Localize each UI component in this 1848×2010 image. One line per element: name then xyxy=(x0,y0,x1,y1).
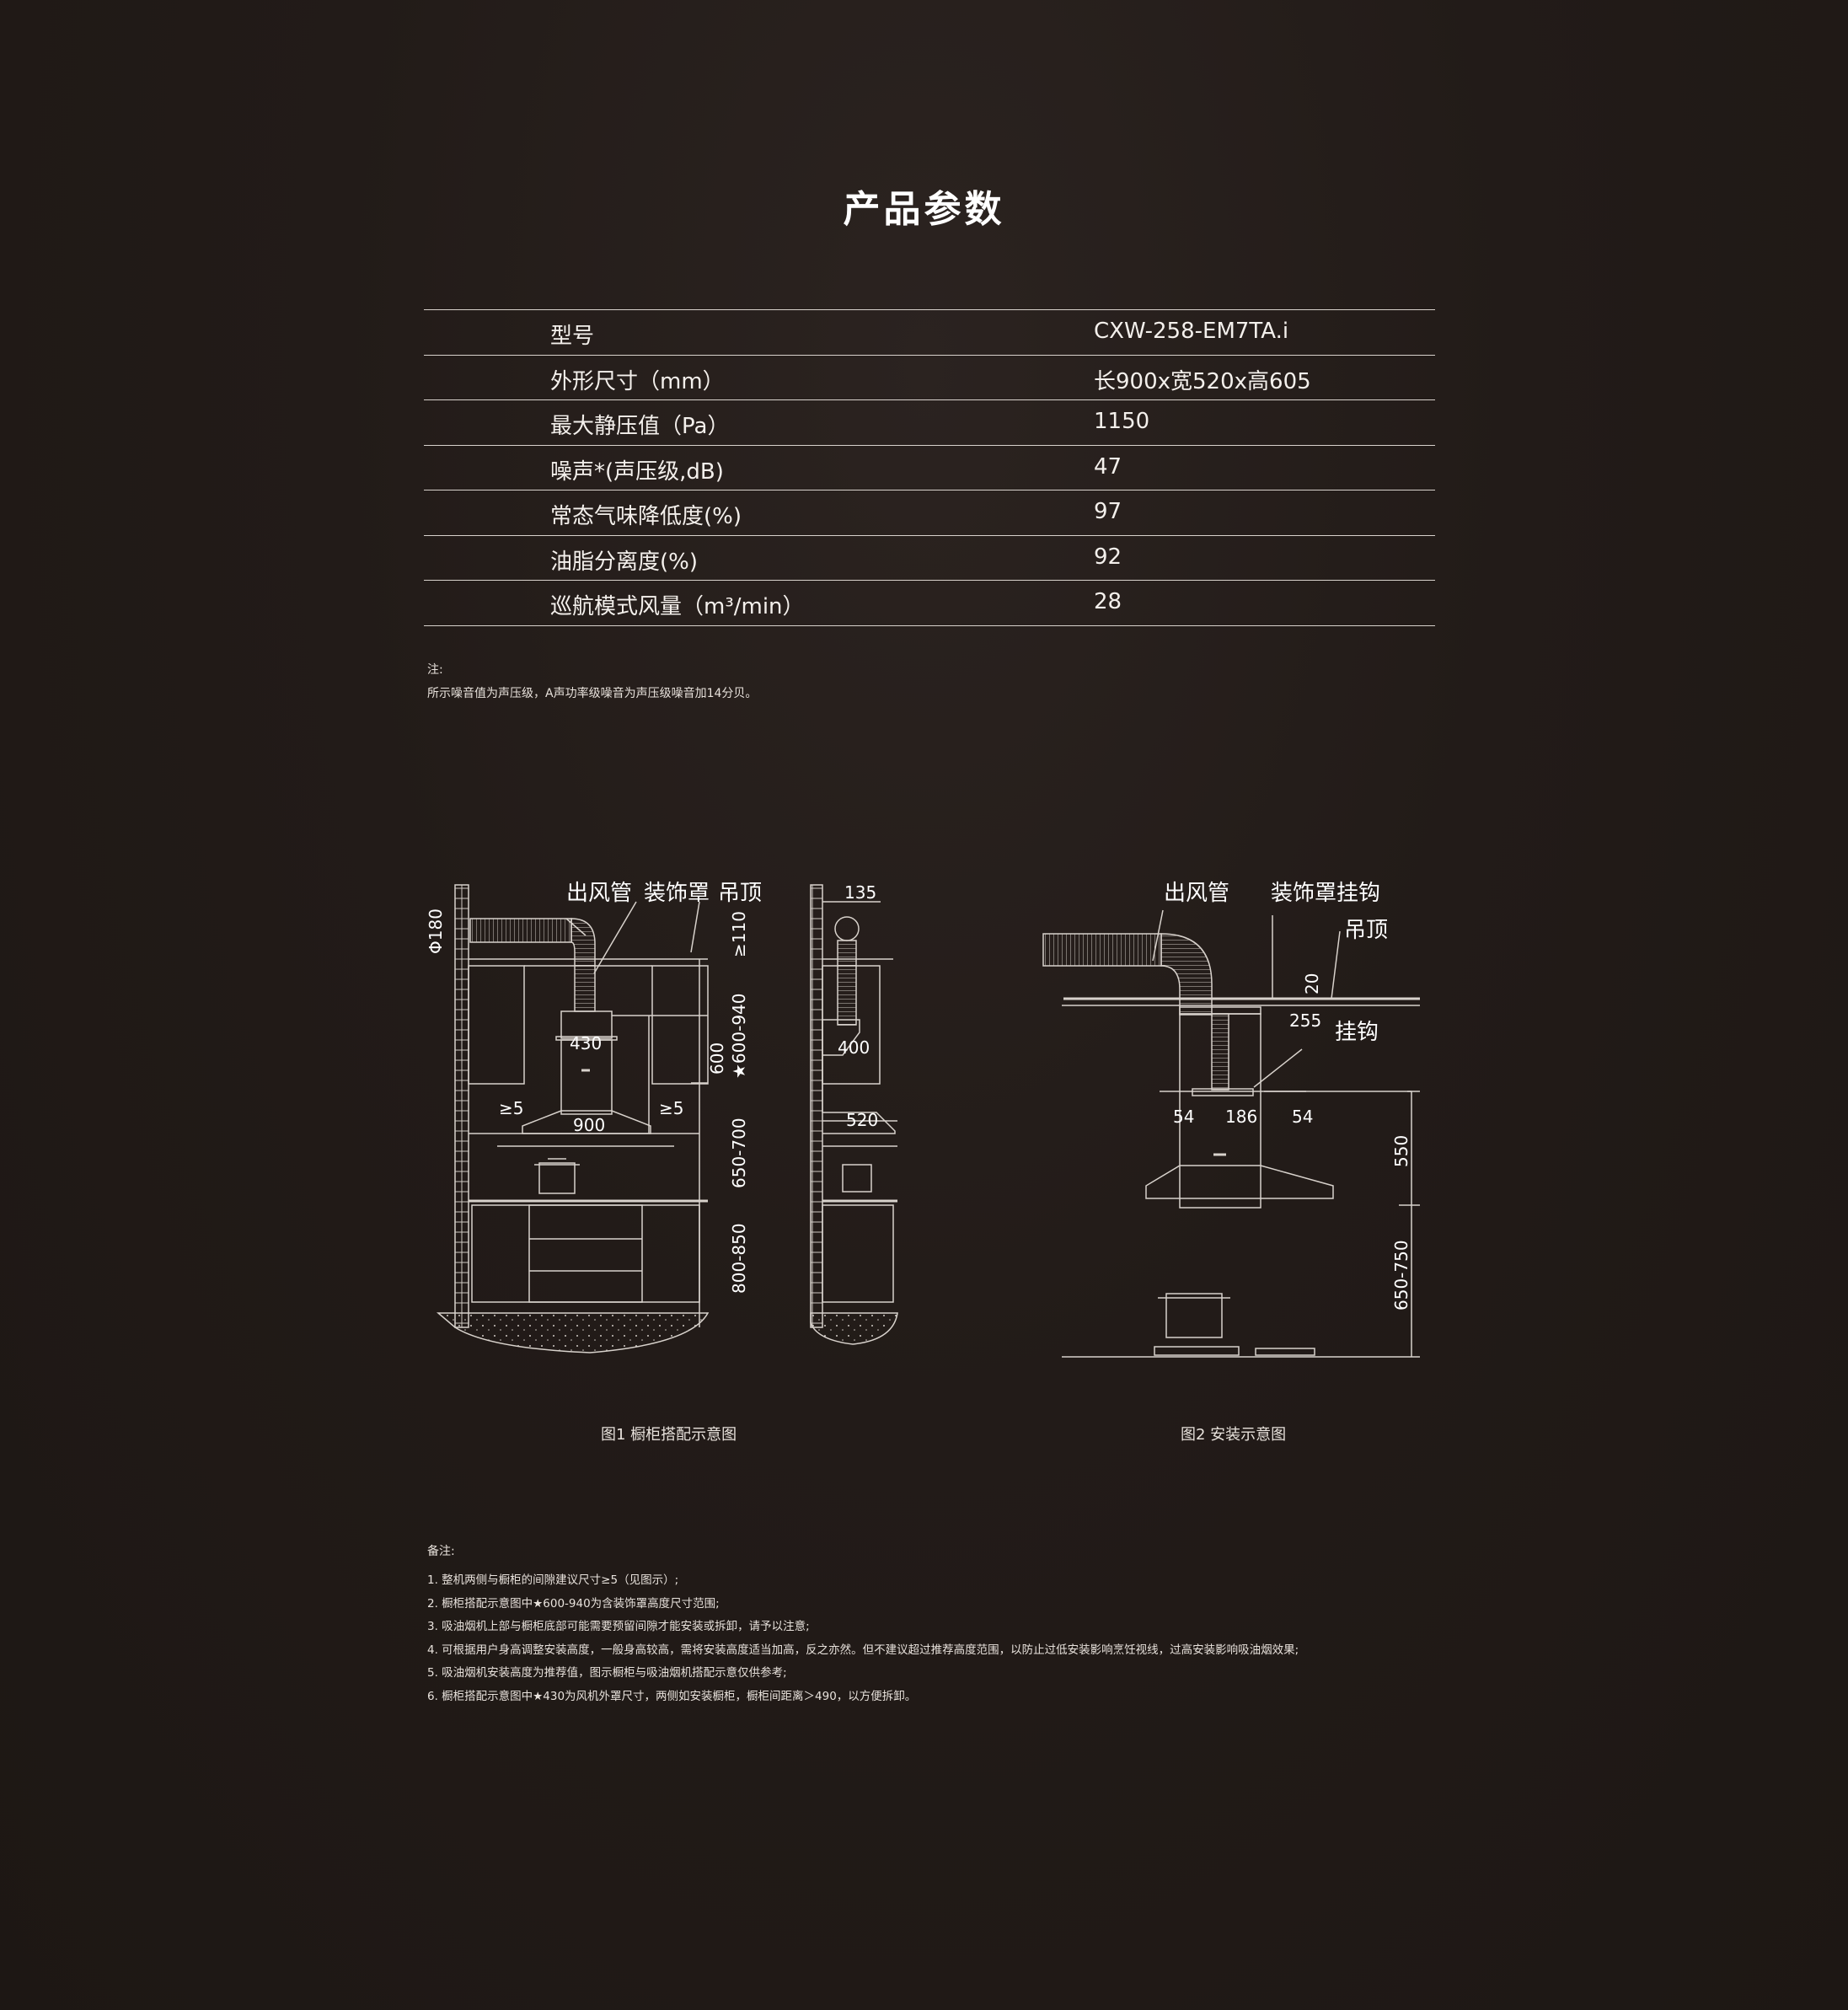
fig1-d110-label: ≥110 xyxy=(729,911,749,957)
fig1-d600-940-label: ★600-940 xyxy=(729,994,749,1080)
fig1-phi-label: Φ180 xyxy=(426,909,446,954)
fig2-d54a-label: 54 xyxy=(1173,1107,1194,1127)
figure2-caption: 图2 安装示意图 xyxy=(1181,1426,1287,1444)
remark-item: 3. 吸油烟机上部与橱柜底部可能需要预留间隙才能安装或拆卸，请予以注意; xyxy=(427,1620,810,1633)
spec-row-airflow: 巡航模式风量（m³/min） 28 xyxy=(424,581,1435,626)
spec-value: CXW-258-EM7TA.i xyxy=(1094,319,1289,344)
fig1-d600-label: 600 xyxy=(707,1043,727,1075)
fig1-d900-label: 900 xyxy=(573,1115,605,1135)
remarks-title: 备注: xyxy=(427,1545,455,1558)
remark-item: 2. 橱柜搭配示意图中★600-940为含装饰罩高度尺寸范围; xyxy=(427,1596,720,1611)
note-text: 所示噪音值为声压级，A声功率级噪音为声压级噪音加14分贝。 xyxy=(427,687,758,700)
remark-item: 6. 橱柜搭配示意图中★430为风机外罩尺寸，两侧如安装橱柜，橱柜间距离＞490… xyxy=(427,1689,917,1703)
spec-label: 最大静压值（Pa） xyxy=(550,414,730,439)
spec-value: 47 xyxy=(1094,453,1122,480)
fig2-d550-label: 550 xyxy=(1391,1135,1411,1167)
fig1-d650-700-label: 650-700 xyxy=(729,1118,749,1188)
fig1-d5a-label: ≥5 xyxy=(499,1098,523,1118)
fig1-ceiling-label: 吊顶 xyxy=(718,881,762,906)
spec-table: 型号 CXW-258-EM7TA.i 外形尺寸（mm） 长900x宽520x高6… xyxy=(424,309,1435,626)
spec-row-grease: 油脂分离度(%) 92 xyxy=(424,536,1435,581)
fig2-d20-label: 20 xyxy=(1302,973,1322,994)
fig2-d650-750-label: 650-750 xyxy=(1391,1240,1411,1311)
fig1-cover-label: 装饰罩 xyxy=(644,881,710,906)
spec-row-odor: 常态气味降低度(%) 97 xyxy=(424,490,1435,536)
fig2-d186-label: 186 xyxy=(1225,1107,1257,1127)
spec-value: 长900x宽520x高605 xyxy=(1094,368,1311,394)
fig1-d430-label: 430 xyxy=(570,1033,602,1053)
remark-item: 1. 整机两侧与橱柜的间隙建议尺寸≥5（见图示）; xyxy=(427,1573,679,1587)
spec-label: 噪声*(声压级,dB) xyxy=(550,458,724,485)
fig1-d800-850-label: 800-850 xyxy=(729,1223,749,1294)
spec-row-size: 外形尺寸（mm） 长900x宽520x高605 xyxy=(424,356,1435,400)
figure1-caption: 图1 橱柜搭配示意图 xyxy=(601,1426,737,1444)
fig2-outlet-label: 出风管 xyxy=(1164,881,1229,906)
remarks-section: 备注: 1. 整机两侧与橱柜的间隙建议尺寸≥5（见图示）; 2. 橱柜搭配示意图… xyxy=(427,1542,1776,1709)
page-title: 产品参数 xyxy=(843,188,1005,231)
spec-label: 型号 xyxy=(550,324,595,349)
fig1-d5b-label: ≥5 xyxy=(659,1098,683,1118)
fig2-d255-label: 255 xyxy=(1289,1010,1321,1031)
spec-row-static-pressure: 最大静压值（Pa） 1150 xyxy=(424,400,1435,446)
figure1-drawing xyxy=(436,884,898,1353)
spec-label: 油脂分离度(%) xyxy=(550,549,698,575)
remark-item: 5. 吸油烟机安装高度为推荐值，图示橱柜与吸油烟机搭配示意仅供参考; xyxy=(427,1666,787,1680)
remark-item: 4. 可根据用户身高调整安装高度，一般身高较高，需将安装高度适当加高，反之亦然。… xyxy=(427,1643,1299,1657)
spec-row-noise: 噪声*(声压级,dB) 47 xyxy=(424,446,1435,490)
spec-value: 92 xyxy=(1094,544,1122,570)
fig1-d400-label: 400 xyxy=(838,1037,870,1058)
fig1-outlet-label: 出风管 xyxy=(566,881,632,906)
figure2-drawing xyxy=(1042,909,1420,1358)
fig1-d520-label: 520 xyxy=(846,1110,878,1130)
fig2-ceiling-label: 吊顶 xyxy=(1344,918,1388,943)
spec-label: 常态气味降低度(%) xyxy=(550,504,742,529)
fig2-hook-label: 挂钩 xyxy=(1335,1020,1379,1045)
spec-label: 外形尺寸（mm） xyxy=(550,368,725,394)
spec-value: 1150 xyxy=(1094,409,1150,434)
fig2-hook-cover-label: 装饰罩挂钩 xyxy=(1271,881,1380,906)
spec-value: 28 xyxy=(1094,589,1122,614)
diagram-svg: 出风管 装饰罩 吊顶 Φ180 ≥110 ★600-940 600 430 ≥5… xyxy=(426,881,1420,1358)
note-title: 注: xyxy=(427,663,443,677)
spec-row-model: 型号 CXW-258-EM7TA.i xyxy=(424,310,1435,356)
spec-label: 巡航模式风量（m³/min） xyxy=(550,594,805,619)
fig2-d54b-label: 54 xyxy=(1292,1107,1313,1127)
spec-value: 97 xyxy=(1094,499,1122,524)
fig1-d135-label: 135 xyxy=(844,882,876,903)
installation-diagrams: 出风管 装饰罩 吊顶 Φ180 ≥110 ★600-940 600 430 ≥5… xyxy=(421,868,1433,1374)
